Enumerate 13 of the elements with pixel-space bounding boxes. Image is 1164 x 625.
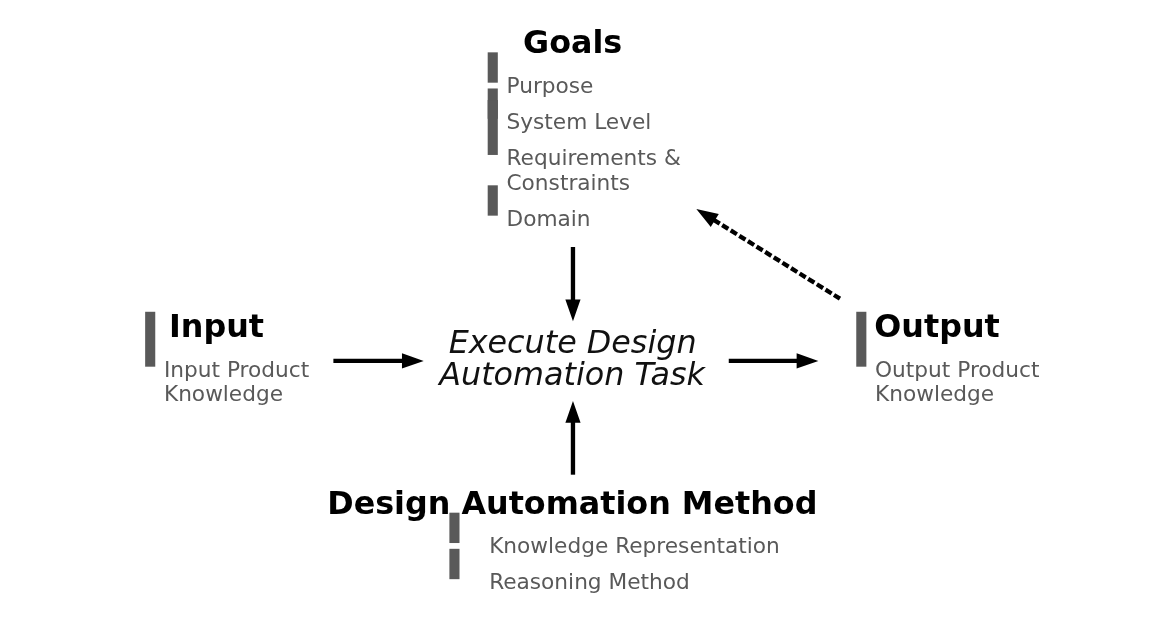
node-label: Goals: [523, 23, 623, 61]
node-label: Output Product Knowledge: [875, 356, 1040, 407]
node-label: Purpose: [506, 72, 594, 98]
node-label: Input Product Knowledge: [163, 356, 310, 407]
node-label: Knowledge Representation: [489, 533, 780, 559]
node-label: System Level: [506, 108, 652, 134]
node-label: Reasoning Method: [489, 569, 690, 595]
node-text: Execute Design Automation Task: [439, 323, 705, 392]
node-label: Design Automation Method: [327, 483, 818, 521]
node-label: Output: [874, 307, 1000, 345]
node-label: Requirements & Constraints: [506, 145, 681, 195]
node-label: Domain: [506, 205, 591, 231]
node-label: Input: [168, 307, 265, 345]
